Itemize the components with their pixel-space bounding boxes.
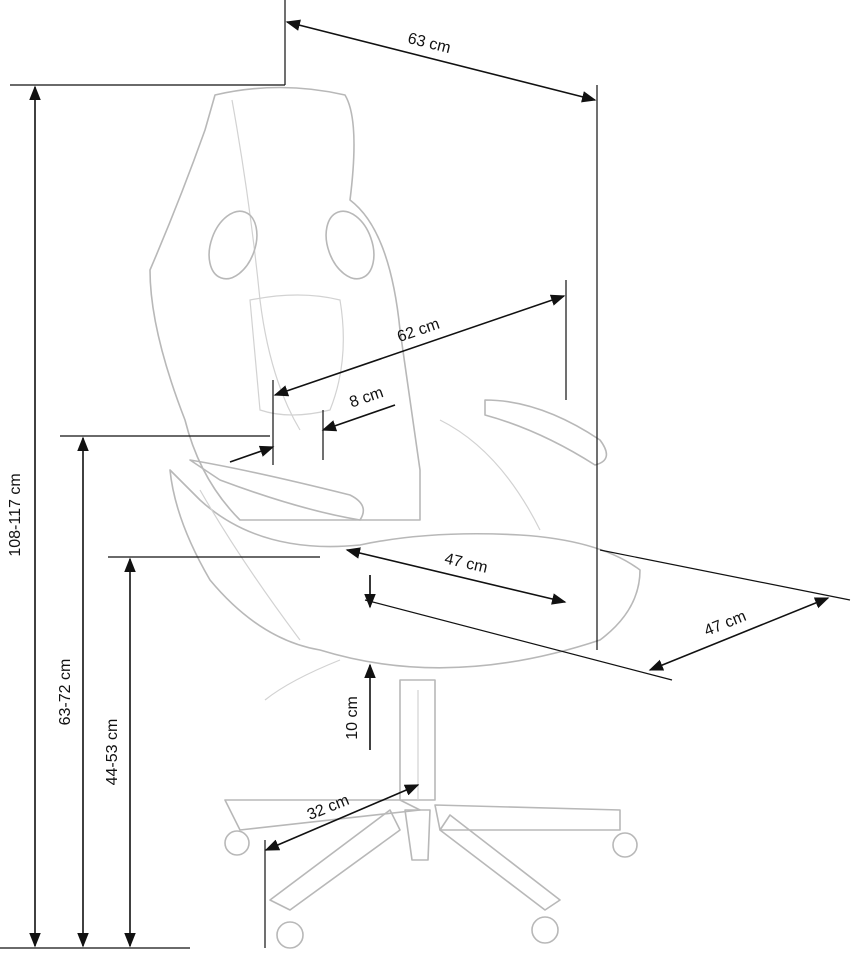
width-62-arrow [273, 294, 566, 397]
width-47-arrow [648, 597, 830, 671]
base-32-arrow [264, 784, 420, 851]
label-height-adjustment: 10 cm [344, 696, 361, 740]
depth-63-arrow [285, 19, 597, 103]
label-armrest-width: 62 cm [395, 316, 442, 346]
label-total-height: 108-117 cm [7, 473, 24, 556]
dimension-arrows [29, 19, 830, 948]
label-pad-width: 8 cm [347, 384, 385, 411]
dimension-labels: 63 cm 108-117 cm 63-72 cm 44-53 cm 62 cm… [7, 30, 749, 824]
depth-47-arrow [345, 547, 567, 605]
chair-illustration [149, 86, 641, 949]
label-seat-depth: 47 cm [443, 550, 489, 576]
label-armrest-height: 63-72 cm [57, 659, 74, 726]
label-seat-height: 44-53 cm [104, 719, 121, 786]
label-seat-width: 47 cm [702, 608, 749, 640]
pad-8-arrow [321, 404, 396, 432]
